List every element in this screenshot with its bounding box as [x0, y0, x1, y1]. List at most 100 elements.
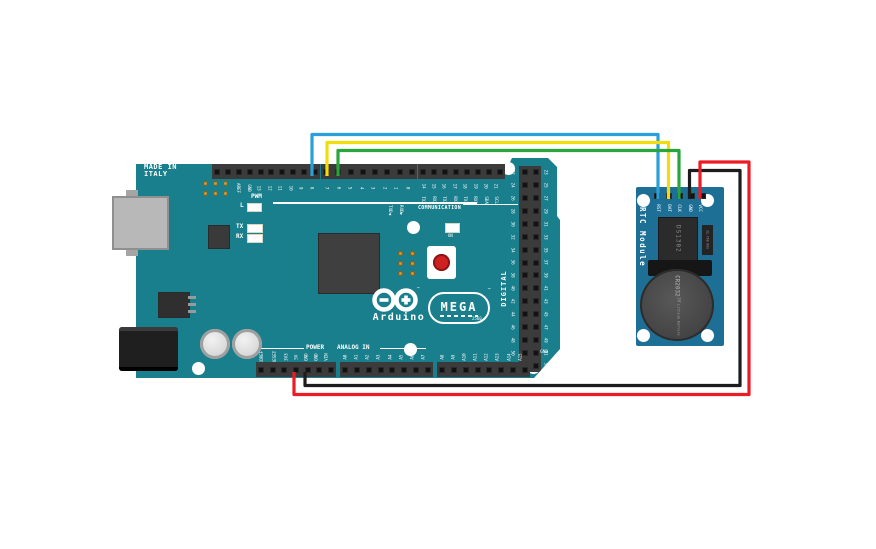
communication-header-14-21	[418, 164, 505, 179]
pin-socket	[420, 168, 426, 175]
pin-socket	[498, 366, 505, 373]
pin-socket	[475, 168, 481, 175]
pin-socket	[384, 168, 391, 175]
pin-socket	[532, 272, 539, 279]
pin-socket	[521, 246, 528, 253]
pin-socket	[521, 272, 528, 279]
pin-socket	[290, 168, 297, 175]
icsp1-header	[200, 178, 230, 198]
usb-connector	[112, 196, 169, 250]
pin-socket	[372, 168, 379, 175]
pin-socket	[521, 366, 528, 373]
pin-socket	[532, 311, 539, 318]
made-in-line1: MADE IN	[144, 163, 178, 171]
mega-tm: ™	[488, 287, 491, 292]
mounting-hole-icon	[636, 193, 650, 207]
icsp-pin-icon	[222, 180, 228, 186]
led-on-label: ON	[448, 233, 453, 238]
digital-header-22-53	[519, 166, 541, 372]
reset-button	[427, 246, 456, 279]
pin-socket	[292, 366, 299, 373]
pin-socket	[424, 366, 431, 373]
pin-socket	[464, 168, 470, 175]
pin-socket	[497, 168, 503, 175]
pin-socket	[521, 220, 528, 227]
mounting-hole-icon	[406, 220, 420, 234]
mega-label: MEGA	[440, 299, 478, 314]
icsp-pin-icon	[397, 270, 403, 276]
battery-voltage-label: 3V	[675, 297, 681, 303]
arduino-brand-label: Arduino	[372, 312, 426, 323]
power-header	[256, 362, 336, 377]
crystal-oscillator: 32.768 KHz	[702, 225, 713, 255]
pin-socket	[258, 366, 264, 373]
mounting-hole-icon	[700, 328, 714, 342]
pin-socket	[301, 168, 307, 175]
regulator-leg-icon	[188, 303, 196, 306]
pin-socket	[521, 311, 528, 318]
wire-vcc-red	[292, 160, 751, 397]
analog-header-a8-a15	[437, 362, 530, 377]
pin-socket	[532, 208, 539, 215]
pin-socket	[389, 366, 396, 373]
pin-socket	[532, 349, 539, 356]
capacitor-icon	[232, 329, 262, 359]
pin-socket	[413, 366, 420, 373]
pin-socket	[311, 168, 318, 175]
pin-socket	[224, 168, 231, 175]
pin-socket	[521, 233, 528, 240]
pin-socket	[377, 366, 384, 373]
pin-socket	[532, 233, 539, 240]
pin-socket	[532, 246, 539, 253]
icsp-pin-icon	[397, 250, 403, 256]
made-in-line2: ITALY	[144, 170, 168, 178]
pin-socket	[327, 366, 334, 373]
pin-socket	[521, 208, 528, 215]
communication-bracket-line	[463, 204, 518, 205]
pin-socket	[532, 195, 539, 202]
pin-socket	[396, 168, 403, 175]
power-label: POWER	[306, 344, 325, 351]
wire-clk-green	[336, 148, 681, 199]
pin-socket	[532, 182, 539, 189]
icsp-pin-icon	[409, 260, 415, 266]
battery-text: CR2032 3V Lithium Battery	[674, 275, 681, 336]
pin-socket	[521, 298, 528, 305]
pin-socket	[521, 336, 528, 343]
pin-socket	[532, 259, 539, 266]
gnd-right-label: GND	[540, 350, 549, 355]
pin-socket	[700, 193, 706, 199]
pin-socket	[269, 366, 276, 373]
wire-dat-yellow	[325, 140, 671, 199]
led-l-label: L	[240, 202, 244, 209]
digital-header-8-13	[212, 164, 320, 179]
usb-serial-chip	[208, 225, 230, 249]
mega-badge: MEGA	[428, 292, 490, 324]
led-l-icon	[248, 204, 261, 211]
pin-socket	[235, 168, 242, 175]
voltage-regulator	[158, 292, 190, 318]
wire-gnd-black	[303, 168, 742, 388]
pin-socket	[532, 336, 539, 343]
pin-socket	[316, 366, 323, 373]
power-bracket-line	[258, 348, 304, 349]
pin-socket	[353, 366, 360, 373]
wire-rst-blue	[310, 132, 660, 199]
pin-socket	[510, 366, 517, 373]
usb-tab-icon	[126, 250, 138, 256]
pin-socket	[257, 168, 264, 175]
pin-socket	[688, 193, 695, 199]
pin-socket	[347, 168, 354, 175]
pwm-bracket-line	[273, 202, 477, 204]
battery-model-label: CR2032	[673, 274, 681, 297]
pin-socket	[279, 168, 286, 175]
capacitor-icon	[200, 329, 230, 359]
pin-socket	[246, 168, 253, 175]
led-tx-icon	[248, 225, 262, 232]
mega-dashes-icon	[440, 314, 478, 317]
pin-socket	[431, 168, 437, 175]
pin-socket	[486, 366, 493, 373]
